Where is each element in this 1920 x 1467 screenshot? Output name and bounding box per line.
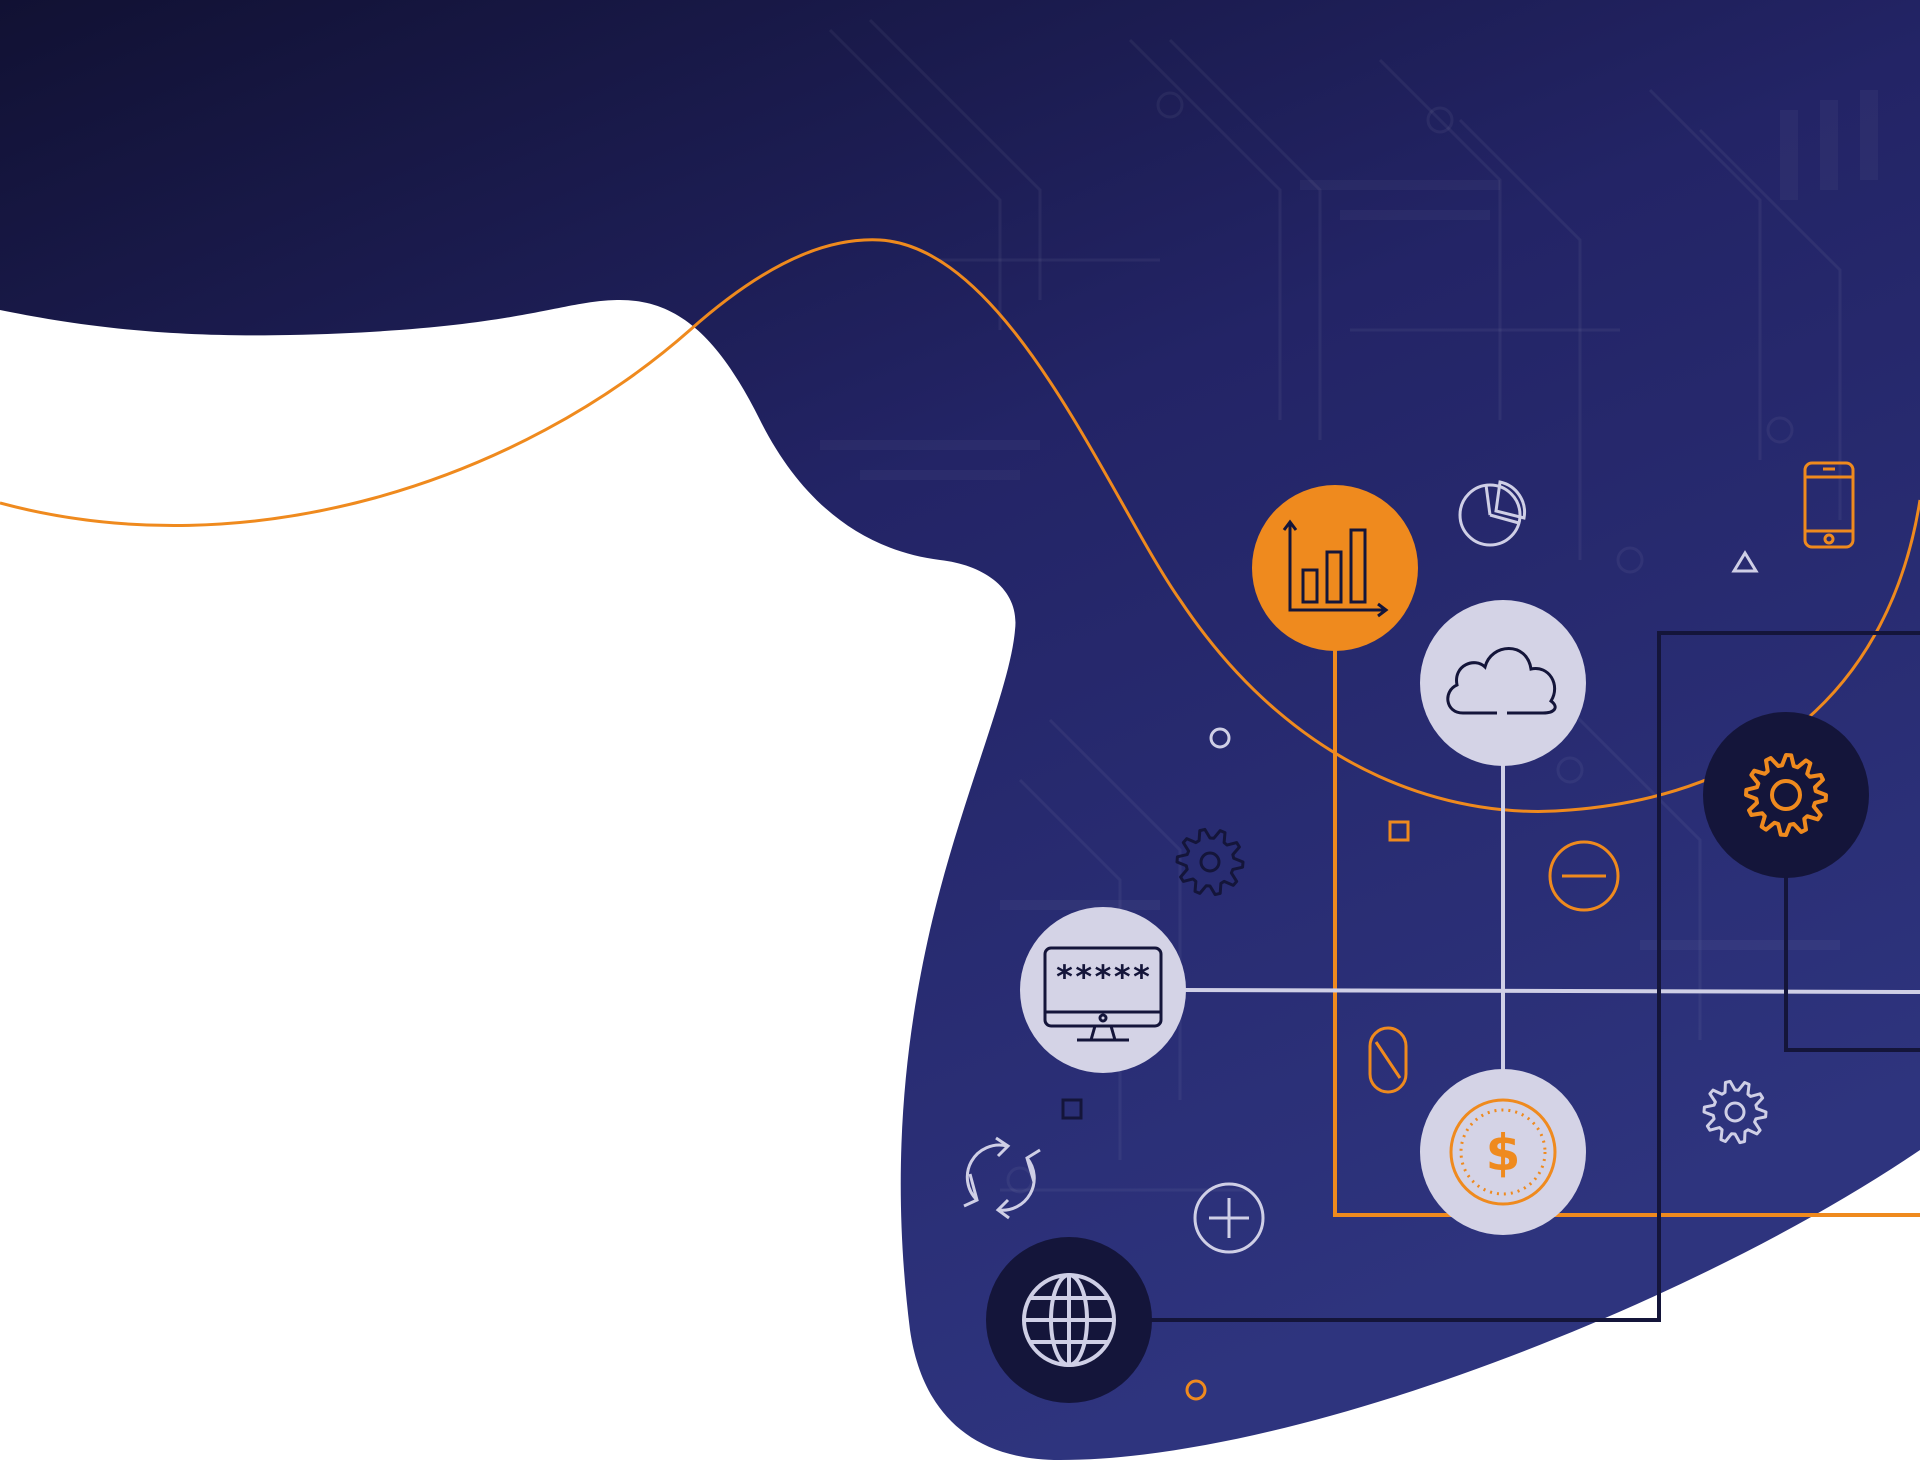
password-mask-text: ***** (1055, 958, 1151, 996)
gear-hub (1724, 1101, 1746, 1123)
coin-dotted-ring (1459, 1108, 1547, 1196)
light-connector-horizontal (1182, 988, 1920, 994)
pie-chart-icon (1458, 480, 1526, 547)
small-square-orange-decor (1388, 820, 1410, 842)
gear-teeth (1744, 753, 1828, 837)
small-ring-decor (1209, 727, 1231, 749)
cloud-node-circle (1420, 600, 1586, 766)
dollar-symbol: $ (1486, 1124, 1521, 1182)
coin-outer-ring (1449, 1098, 1557, 1206)
gear-teeth (1702, 1079, 1768, 1145)
network-node (986, 1237, 1152, 1403)
dark-connector-gear (1784, 875, 1920, 1052)
minus-circle-icon (1548, 840, 1620, 912)
small-square-dark-decor (1061, 1098, 1083, 1120)
small-gear-dark-icon (1175, 827, 1245, 897)
dark-connector-frame (1148, 631, 1920, 1322)
gear-teeth (1175, 827, 1245, 897)
password-node: ***** (1020, 907, 1186, 1073)
plus-circle-icon (1193, 1182, 1265, 1254)
refresh-icon (963, 1136, 1041, 1220)
cloud-node (1420, 600, 1586, 766)
settings-node (1703, 712, 1869, 878)
settings-node-circle (1703, 712, 1869, 878)
gear-hub (1199, 851, 1221, 873)
orange-wave-line (0, 238, 1920, 813)
smartphone-icon (1803, 461, 1855, 549)
globe-icon (1022, 1273, 1116, 1367)
cloud-icon (1446, 647, 1557, 715)
money-node-circle (1420, 1069, 1586, 1235)
password-monitor-icon (1043, 946, 1163, 1042)
analytics-node-circle (1252, 485, 1418, 651)
pill-decor (1368, 1026, 1408, 1094)
circuit-bars (820, 90, 1878, 950)
analytics-node (1252, 485, 1418, 651)
money-node: $ (1420, 1069, 1586, 1235)
gear-hub (1770, 779, 1802, 811)
bar-chart-icon (1282, 519, 1389, 618)
orange-connector (1333, 640, 1920, 1217)
small-gear-light-icon (1702, 1079, 1768, 1145)
pill-divider (1374, 1041, 1402, 1079)
triangle-decor (1731, 550, 1759, 573)
small-ring-orange-decor (1185, 1379, 1207, 1401)
gear-icon (1744, 753, 1828, 837)
